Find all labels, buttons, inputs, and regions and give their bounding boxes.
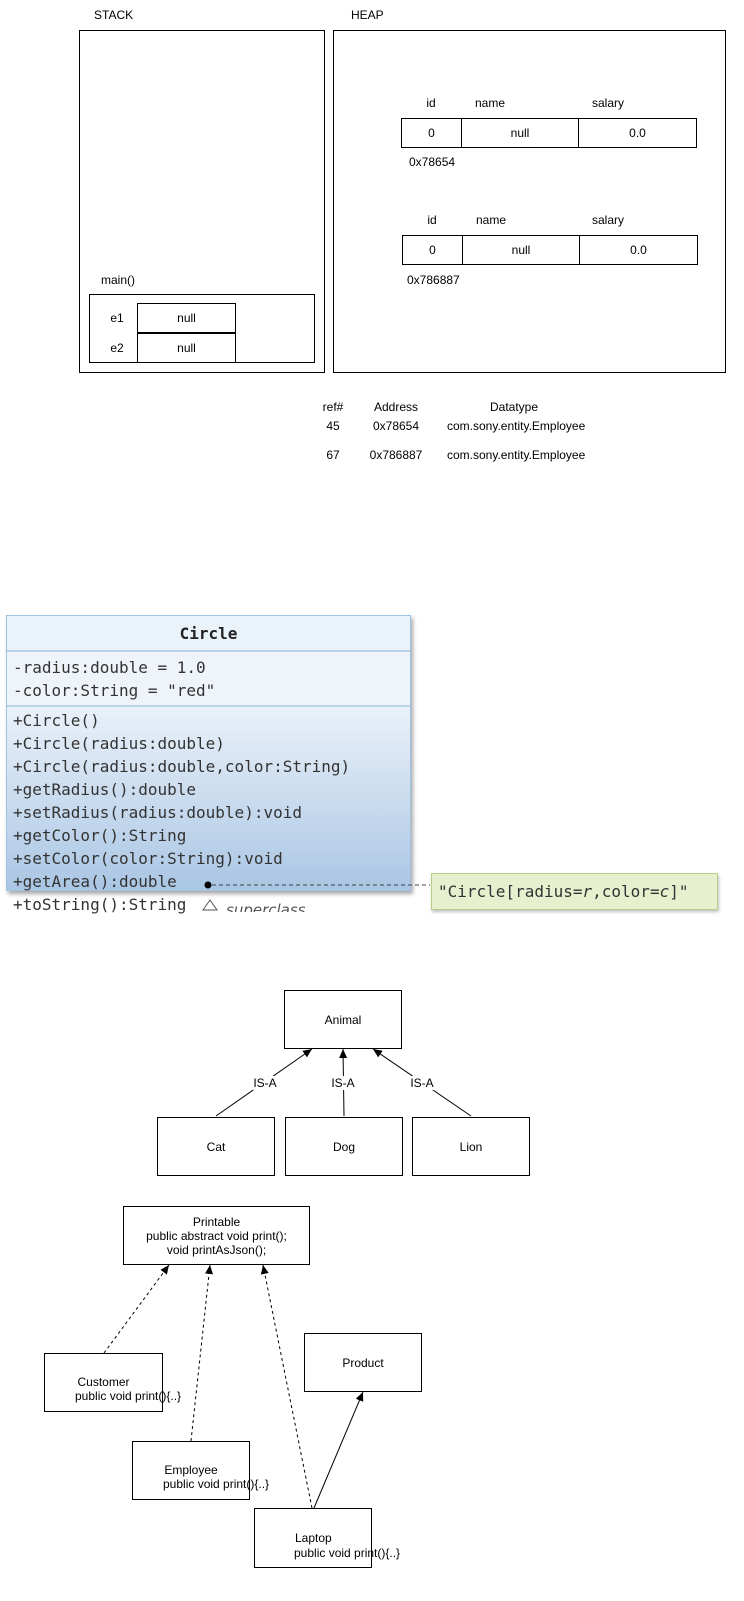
field-header: id xyxy=(426,96,436,110)
field-header: name xyxy=(474,96,506,110)
field-value: 0.0 xyxy=(578,118,697,148)
heap-label: HEAP xyxy=(351,8,384,22)
class-box-dog: Dog xyxy=(285,1117,403,1176)
uml-operation: +getRadius():double xyxy=(13,780,197,799)
uml-class-circle: Circle -radius:double = 1.0 -color:Strin… xyxy=(6,615,411,914)
ref-table-cell: 0x78654 xyxy=(372,419,420,433)
note-c: c xyxy=(659,882,670,901)
implements-edge-customer xyxy=(103,1264,170,1354)
ref-table-cell: 67 xyxy=(326,448,340,462)
class-name: Employee xyxy=(164,1463,218,1477)
class-box-customer xyxy=(44,1353,163,1412)
field-value: 0.0 xyxy=(579,235,698,265)
uml-operation: +Circle(radius:double,color:String) xyxy=(13,757,351,776)
superclass-label: superclass xyxy=(226,901,306,912)
uml-operation: +setColor(color:String):void xyxy=(13,849,283,868)
class-box-laptop xyxy=(254,1508,372,1568)
note-r: r xyxy=(582,882,593,901)
uml-operation: +Circle(radius:double) xyxy=(13,734,225,753)
interface-box-printable: Printable public abstract void print(); … xyxy=(123,1206,310,1265)
object-address: 0x78654 xyxy=(409,155,456,169)
stack-var-name: e1 xyxy=(110,311,124,325)
ref-table-cell: com.sony.entity.Employee xyxy=(447,448,586,462)
uml-attribute: -color:String = "red" xyxy=(13,681,216,700)
uml-operation: +getArea():double xyxy=(13,872,177,891)
ref-table-header: Datatype xyxy=(489,400,539,414)
ref-table-cell: 45 xyxy=(326,419,340,433)
edge-label: IS-A xyxy=(325,1076,361,1090)
stack-var-name: e2 xyxy=(110,341,124,355)
class-method: public void print(){..} xyxy=(75,1389,182,1403)
field-header: name xyxy=(475,213,507,227)
class-box-lion: Lion xyxy=(412,1117,530,1176)
interface-method: void printAsJson(); xyxy=(166,1242,267,1257)
ref-table-header: ref# xyxy=(322,400,344,414)
ref-table-cell: com.sony.entity.Employee xyxy=(447,419,586,433)
class-box-animal: Animal xyxy=(284,990,402,1049)
class-method: public void print(){..} xyxy=(294,1546,401,1560)
interface-method: public abstract void print(); xyxy=(146,1228,287,1243)
uml-attributes: -radius:double = 1.0 -color:String = "re… xyxy=(7,652,410,707)
object-address: 0x786887 xyxy=(407,273,460,287)
implements-edge-employee xyxy=(190,1264,214,1442)
cut-fragment: superclass xyxy=(200,893,360,912)
stack-var-value: null xyxy=(137,303,236,333)
class-name: Laptop xyxy=(295,1531,332,1545)
class-box-cat: Cat xyxy=(157,1117,275,1176)
field-header: salary xyxy=(591,213,624,227)
uml-class-name: Circle xyxy=(7,616,410,652)
uml-operation: +Circle() xyxy=(13,711,100,730)
note-prefix: "Circle[radius= xyxy=(438,882,583,901)
stack-label: STACK xyxy=(94,8,134,22)
note-suffix: ]" xyxy=(669,882,689,901)
ref-table-header: Address xyxy=(373,400,419,414)
heap-region xyxy=(333,30,726,373)
class-name: Customer xyxy=(77,1375,130,1389)
uml-operation: +toString():String xyxy=(13,895,187,914)
field-header: salary xyxy=(591,96,624,110)
uml-attribute: -radius:double = 1.0 xyxy=(13,658,206,677)
association-edge-laptop-product xyxy=(313,1391,364,1509)
implements-edge-laptop xyxy=(260,1264,313,1509)
edge-label: IS-A xyxy=(404,1076,440,1090)
ref-table-cell: 0x786887 xyxy=(369,448,423,462)
uml-operations: +Circle() +Circle(radius:double) +Circle… xyxy=(7,707,410,914)
class-box-product: Product xyxy=(304,1333,422,1392)
interface-name: Printable xyxy=(192,1214,241,1229)
uml-operation: +getColor():String xyxy=(13,826,187,845)
field-header: id xyxy=(427,213,437,227)
class-box-employee xyxy=(132,1441,250,1500)
main-frame-label: main() xyxy=(101,273,136,287)
connector-dot xyxy=(204,881,212,889)
edge-label: IS-A xyxy=(247,1076,283,1090)
inheritance-triangle-icon xyxy=(202,899,218,911)
uml-operation: +setRadius(radius:double):void xyxy=(13,803,302,822)
class-method: public void print(){..} xyxy=(163,1477,270,1491)
note-mid: ,color= xyxy=(592,882,660,901)
stack-var-value: null xyxy=(137,333,236,363)
uml-note: "Circle[radius=r,color=c]" xyxy=(431,873,718,910)
